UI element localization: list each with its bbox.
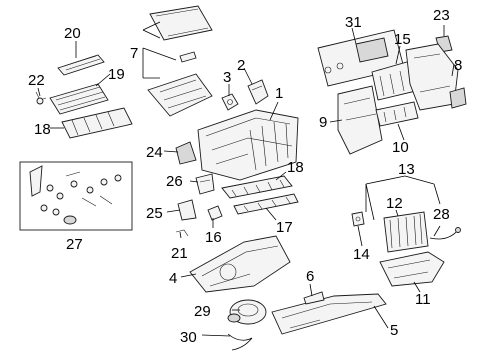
part-actuator-2: [247, 79, 269, 105]
part-insulator: [379, 251, 445, 287]
callout-1: 1: [275, 85, 283, 102]
callout-14: 14: [353, 246, 370, 263]
part-wiring-harness: [227, 333, 253, 351]
callout-5: 5: [390, 322, 398, 339]
part-floor-duct: [271, 291, 387, 335]
callout-3: 3: [223, 69, 231, 86]
callout-labels: 1 2 3 4 5 6 7 8 9 10 11 12 13 14 15 16 1…: [28, 7, 462, 346]
part-distribution-duct: [337, 85, 383, 155]
callout-25: 25: [146, 205, 163, 222]
callout-15: 15: [394, 31, 411, 48]
part-bracket-8: [405, 43, 467, 111]
part-filter-element: [49, 83, 109, 115]
part-filter-grille-right: [221, 175, 293, 199]
callout-18-grille-left: 18: [34, 121, 51, 138]
callout-26: 26: [166, 173, 183, 190]
part-upper-cover: [147, 5, 213, 117]
part-actuator-3: [221, 93, 239, 111]
part-hardware-kit: [19, 161, 133, 231]
callout-11: 11: [415, 291, 431, 308]
part-connector-16: [207, 205, 223, 221]
callout-18-grille-right: 18: [287, 159, 304, 176]
callout-30: 30: [180, 329, 197, 346]
callout-20: 20: [64, 25, 81, 42]
part-bracket-25: [177, 199, 197, 221]
part-lower-case: [189, 235, 291, 293]
part-sensor-wire: [429, 227, 461, 240]
callout-7: 7: [130, 45, 138, 62]
part-blower-motor: [227, 299, 267, 325]
callout-24: 24: [146, 144, 163, 161]
callout-27: 27: [66, 236, 83, 253]
callout-23: 23: [433, 7, 450, 24]
part-filter-grille-left: [61, 107, 133, 139]
callout-16: 16: [205, 229, 222, 246]
part-clip-21: [175, 229, 189, 237]
part-clip-22: [35, 91, 47, 105]
callout-31: 31: [345, 14, 362, 31]
part-bracket-26: [195, 173, 215, 195]
callout-8: 8: [454, 57, 462, 74]
callout-19: 19: [108, 66, 125, 83]
callout-10: 10: [392, 139, 409, 156]
callout-6: 6: [306, 268, 314, 285]
part-hvac-case: [197, 109, 299, 181]
callout-28: 28: [433, 206, 450, 223]
leader-lines: [37, 21, 455, 337]
callout-29: 29: [194, 303, 211, 320]
callout-22: 22: [28, 72, 45, 89]
part-expansion-valve: [351, 211, 365, 227]
callout-17: 17: [276, 219, 293, 236]
part-evaporator-core: [383, 211, 429, 253]
part-heater-core: [375, 101, 419, 127]
callout-12: 12: [386, 195, 403, 212]
callout-4: 4: [169, 270, 177, 287]
callout-2: 2: [237, 57, 245, 74]
part-seal-17: [233, 193, 299, 215]
part-housing-24: [175, 141, 197, 165]
callout-13: 13: [398, 161, 415, 178]
callout-21: 21: [171, 245, 188, 262]
callout-9: 9: [319, 114, 327, 131]
part-filter-top: [57, 54, 105, 76]
